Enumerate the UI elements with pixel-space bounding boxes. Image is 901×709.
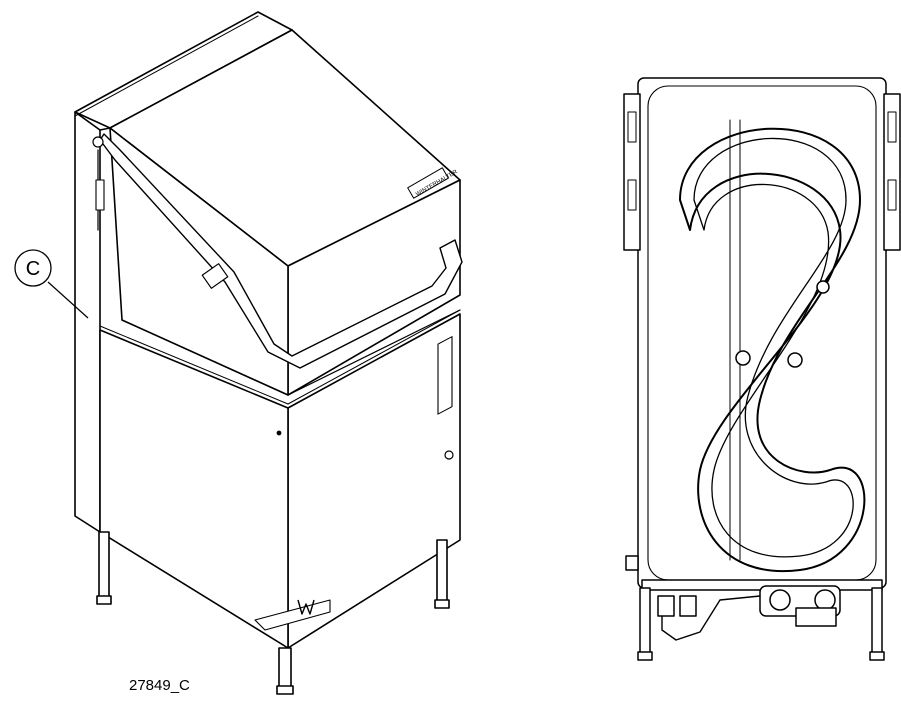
front-isometric-view: [74, 11, 463, 695]
rear-view: [623, 77, 901, 661]
drain-hose-loop: [679, 127, 866, 573]
left-side-panel: [74, 111, 101, 533]
callout-leader: [47, 281, 89, 319]
winterhalter-w-logo-icon: [297, 599, 315, 615]
callout-c: C: [14, 249, 89, 319]
rear-leg-right: [871, 587, 883, 659]
rear-leg-left: [639, 587, 651, 659]
figure-id-label: 27849_C: [129, 677, 190, 694]
brand-badge: [407, 167, 449, 199]
callout-circle: [14, 249, 52, 287]
hood-handle: [99, 133, 463, 369]
leg-left: [98, 531, 110, 603]
leg-right: [436, 539, 448, 606]
leg-front: [278, 647, 292, 691]
callout-letter: C: [26, 258, 40, 280]
